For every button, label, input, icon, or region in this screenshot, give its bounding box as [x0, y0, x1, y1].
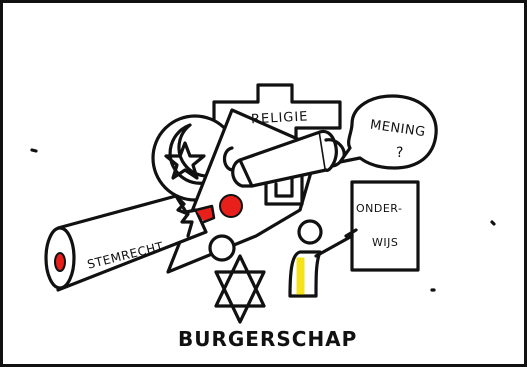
star-of-david-icon	[216, 256, 264, 322]
title-burgerschap: BURGERSCHAP	[178, 327, 357, 351]
teacher-figure-icon	[290, 221, 356, 296]
speck	[32, 150, 36, 151]
speck	[492, 222, 494, 224]
label-onderwijs-top: ONDER-	[356, 202, 402, 215]
head-circle	[210, 236, 234, 260]
label-religie: RELIGIE	[251, 109, 309, 127]
red-dot	[220, 195, 242, 217]
label-onderwijs-bottom: WIJS	[372, 236, 398, 249]
label-mening-mark: ?	[396, 145, 403, 161]
whiteboard-icon	[352, 182, 418, 270]
